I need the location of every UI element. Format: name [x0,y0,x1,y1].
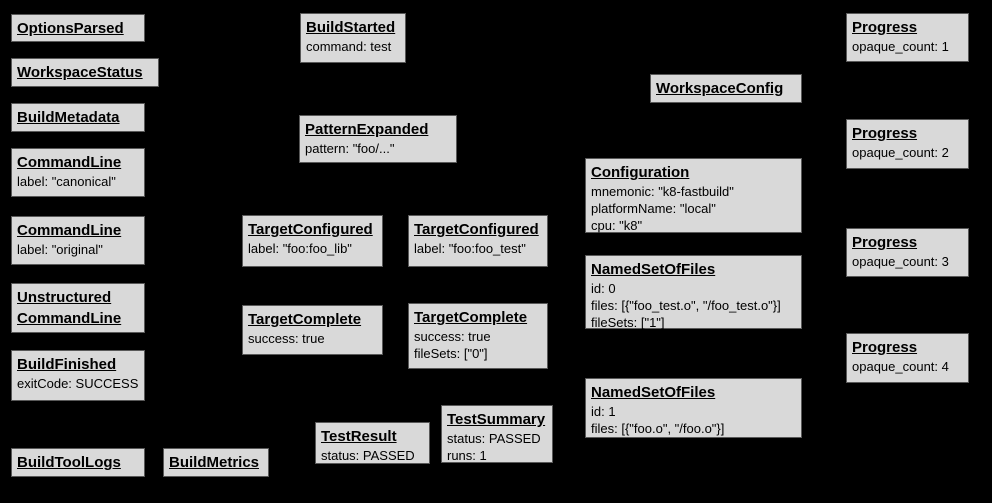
node-title: BuildFinished [17,356,117,373]
node-build-tool-logs: BuildToolLogs [11,448,145,477]
node-title: TargetConfigured [414,221,539,238]
node-unstructured-command-line: Unstructured CommandLine [11,283,145,333]
node-line: opaque_count: 4 [852,359,949,374]
node-line: label: "foo:foo_lib" [248,241,352,256]
node-line: opaque_count: 3 [852,254,949,269]
node-workspace-config: WorkspaceConfig [650,74,802,103]
node-title: BuildMetadata [17,109,120,126]
node-line: id: 0 [591,281,616,296]
node-title: BuildStarted [306,19,396,36]
node-line: opaque_count: 2 [852,145,949,160]
node-line: label: "canonical" [17,174,116,189]
node-title: TestSummary [447,411,546,428]
node-line: files: [{"foo.o", "/foo.o"}] [591,421,725,436]
node-command-line-canonical: CommandLine label: "canonical" [11,148,145,197]
node-title: NamedSetOfFiles [591,384,716,401]
node-title: WorkspaceStatus [17,64,143,81]
node-title: WorkspaceConfig [656,80,784,97]
node-title: Unstructured CommandLine [17,289,122,327]
node-build-metadata: BuildMetadata [11,103,145,132]
node-title: CommandLine [17,222,122,239]
node-progress-1: Progress opaque_count: 1 [846,13,969,62]
node-line: success: true [414,329,491,344]
node-line: success: true [248,331,325,346]
node-line: fileSets: ["0"] [414,346,488,361]
node-title: Progress [852,125,918,142]
node-line: label: "foo:foo_test" [414,241,526,256]
node-line: id: 1 [591,404,616,419]
node-line: pattern: "foo/..." [305,141,395,156]
node-line: files: [{"foo_test.o", "/foo_test.o"}] [591,298,781,313]
node-named-set-of-files-1: NamedSetOfFiles id: 1 files: [{"foo.o", … [585,378,802,438]
node-pattern-expanded: PatternExpanded pattern: "foo/..." [299,115,457,163]
node-workspace-status: WorkspaceStatus [11,58,159,87]
node-target-complete-foo-test: TargetComplete success: true fileSets: [… [408,303,548,369]
node-title: NamedSetOfFiles [591,261,716,278]
node-build-started: BuildStarted command: test [300,13,406,63]
node-build-finished: BuildFinished exitCode: SUCCESS [11,350,145,401]
node-line: status: PASSED [447,431,541,446]
node-title: TestResult [321,428,397,445]
node-title: OptionsParsed [17,20,124,37]
node-line: mnemonic: "k8-fastbuild" [591,184,734,199]
node-test-result: TestResult status: PASSED [315,422,430,464]
node-target-configured-foo-lib: TargetConfigured label: "foo:foo_lib" [242,215,383,267]
node-line: runs: 1 [447,448,487,463]
node-title: BuildMetrics [169,454,260,471]
node-title: Progress [852,339,918,356]
node-progress-3: Progress opaque_count: 3 [846,228,969,277]
node-options-parsed: OptionsParsed [11,14,145,42]
node-test-summary: TestSummary status: PASSED runs: 1 [441,405,553,463]
node-title: TargetConfigured [248,221,373,238]
node-title: TargetComplete [414,309,528,326]
node-title: Configuration [591,164,690,181]
node-line: label: "original" [17,242,103,257]
node-line: platformName: "local" [591,201,716,216]
node-command-line-original: CommandLine label: "original" [11,216,145,265]
node-progress-4: Progress opaque_count: 4 [846,333,969,383]
node-line: exitCode: SUCCESS [17,376,139,391]
node-line: fileSets: ["1"] [591,315,665,330]
node-title: CommandLine [17,154,122,171]
node-line: status: PASSED [321,448,415,463]
node-title: BuildToolLogs [17,454,121,471]
node-title: TargetComplete [248,311,362,328]
node-line: cpu: "k8" [591,218,643,233]
node-title: Progress [852,19,918,36]
node-progress-2: Progress opaque_count: 2 [846,119,969,169]
node-title: Progress [852,234,918,251]
node-target-complete-foo-lib: TargetComplete success: true [242,305,383,355]
node-configuration: Configuration mnemonic: "k8-fastbuild" p… [585,158,802,233]
node-title: PatternExpanded [305,121,429,138]
node-line: opaque_count: 1 [852,39,949,54]
node-build-metrics: BuildMetrics [163,448,269,477]
node-line: command: test [306,39,392,54]
node-named-set-of-files-0: NamedSetOfFiles id: 0 files: [{"foo_test… [585,255,802,330]
node-target-configured-foo-test: TargetConfigured label: "foo:foo_test" [408,215,548,267]
